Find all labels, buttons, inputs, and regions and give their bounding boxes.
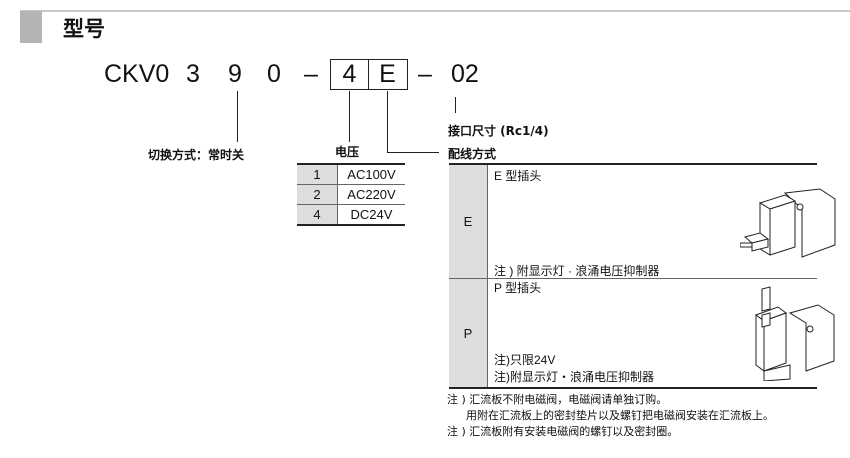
leader-line <box>349 91 350 142</box>
model-dash-2: – <box>418 60 432 88</box>
model-option-box: 4 E <box>330 59 408 90</box>
page-title: 型号 <box>63 17 105 41</box>
p-plug-valve-image <box>754 286 835 381</box>
leader-line <box>237 91 238 142</box>
header-rule <box>20 10 850 12</box>
port-size-label: 接口尺寸 (Rc1/4) <box>448 124 549 138</box>
model-port: 02 <box>451 60 479 88</box>
table-row: E E 型插头 注 ) 附显示灯 · 浪涌电压抑制器 <box>449 164 836 279</box>
wiring-code: E <box>379 60 396 88</box>
model-digit-1: 3 <box>186 60 200 88</box>
voltage-code: 4 <box>342 60 357 88</box>
wiring-table: E E 型插头 注 ) 附显示灯 · 浪涌电压抑制器 P P 型插头 注)只限2… <box>449 163 836 389</box>
e-plug-valve-image <box>740 188 836 258</box>
footnote: 注 ) 汇流板不附电磁阀，电磁阀请单独订购。 <box>447 393 668 406</box>
table-row: P P 型插头 注)只限24V 注)附显示灯・浪涌电压抑制器 <box>449 278 835 389</box>
model-prefix: CKV0 <box>104 60 170 88</box>
footnote: 用附在汇流板上的密封垫片以及螺钉把电磁阀安装在汇流板上。 <box>466 409 774 422</box>
switching-label: 切换方式：常时关 <box>148 148 245 162</box>
wiring-label: 配线方式 <box>448 147 497 161</box>
footnote: 注 ) 汇流板附有安装电磁阀的螺钉以及密封圈。 <box>447 425 679 438</box>
voltage-label: 电压 <box>335 145 360 159</box>
model-digit-3: 0 <box>267 60 281 88</box>
header-marker <box>20 11 42 43</box>
leader-line <box>387 91 388 153</box>
model-dash-1: – <box>304 60 318 88</box>
model-digit-2: 9 <box>228 60 242 88</box>
leader-line <box>387 152 439 153</box>
leader-line <box>455 97 456 113</box>
